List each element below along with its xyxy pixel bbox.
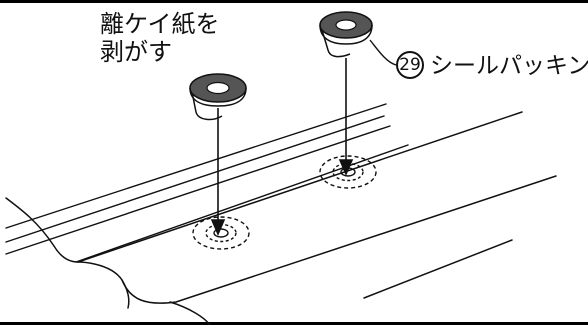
- mounting-hole-left: [192, 216, 250, 250]
- part-label: シールパッキン: [430, 53, 588, 79]
- instruction-text: 離ケイ紙を 剥がす: [100, 10, 220, 66]
- callout-leader-line: [369, 39, 397, 66]
- mounting-holes: [192, 155, 377, 250]
- seal-packing-right: [319, 11, 373, 58]
- part-number-badge: 29: [396, 51, 424, 79]
- arrow-head-left: [210, 219, 226, 237]
- mounting-hole-right: [319, 155, 377, 189]
- panel-outline: [5, 111, 557, 325]
- seal-packing-left: [189, 73, 247, 121]
- arrow-head-right: [338, 159, 354, 177]
- instruction-line-2: 剥がす: [100, 38, 172, 66]
- instruction-line-1: 離ケイ紙を: [100, 10, 220, 38]
- ridge-lines: [5, 103, 409, 263]
